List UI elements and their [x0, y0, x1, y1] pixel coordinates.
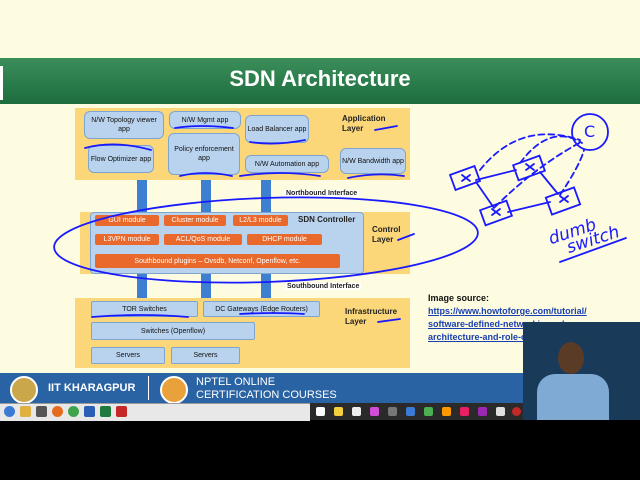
pdf-icon[interactable]	[116, 406, 127, 417]
media-icon[interactable]	[36, 406, 47, 417]
pen-blue-icon[interactable]	[406, 407, 415, 416]
app-box: N/W Topology viewer app	[84, 111, 164, 139]
slide-title: SDN Architecture	[229, 66, 411, 91]
pen-orange-icon[interactable]	[442, 407, 451, 416]
northbound-arrow	[137, 180, 147, 212]
southbound-arrow	[261, 274, 271, 300]
word-icon[interactable]	[84, 406, 95, 417]
program-name: CERTIFICATION COURSES	[196, 389, 337, 401]
pen-pink-icon[interactable]	[460, 407, 469, 416]
pen-purple-icon[interactable]	[478, 407, 487, 416]
program-name: NPTEL ONLINE	[196, 376, 276, 388]
controller-module: DHCP module	[247, 234, 322, 245]
controller-letter: C	[584, 122, 596, 141]
instructor-figure	[537, 374, 609, 420]
image-source-label: Image source:	[428, 293, 490, 303]
pen-magenta-icon[interactable]	[370, 407, 379, 416]
iit-kgp-logo-icon	[10, 376, 38, 404]
pen-white-icon[interactable]	[352, 407, 361, 416]
folder-icon[interactable]	[20, 406, 31, 417]
servers-box: Servers	[91, 347, 165, 364]
app-box: N/W Mgmt app	[169, 111, 241, 129]
southbound-arrow	[201, 274, 211, 300]
nptel-logo-icon	[160, 376, 188, 404]
close-icon[interactable]	[512, 407, 521, 416]
southbound-arrow	[137, 274, 147, 300]
image-source-link[interactable]: software-defined-networking-sdn-	[428, 319, 574, 329]
controller-module: Cluster module	[164, 215, 226, 226]
app-box: Policy enforcement app	[168, 133, 240, 175]
institute-name: IIT KHARAGPUR	[48, 382, 136, 394]
controller-module: ACL/QoS module	[164, 234, 242, 245]
northbound-arrow	[201, 180, 211, 212]
course-footer: IIT KHARAGPUR NPTEL ONLINE CERTIFICATION…	[0, 373, 523, 404]
southbound-plugins: Southbound plugins – Ovsdb, Netconf, Ope…	[95, 254, 340, 268]
instructor-video	[523, 322, 640, 420]
pointer-icon[interactable]	[316, 407, 325, 416]
northbound-interface-label: Northbound Interface	[284, 190, 360, 197]
taskbar	[0, 403, 310, 421]
app-box: Flow Optimizer app	[88, 145, 154, 173]
pen-yellow-icon[interactable]	[334, 407, 343, 416]
controller-module: L3VPN module	[95, 234, 159, 245]
firefox-icon[interactable]	[52, 406, 63, 417]
servers-box: Servers	[171, 347, 240, 364]
left-edge-tab	[0, 66, 3, 100]
title-bar	[0, 58, 640, 104]
eraser-icon[interactable]	[496, 407, 505, 416]
pen-green-icon[interactable]	[424, 407, 433, 416]
image-source-link[interactable]: https://www.howtoforge.com/tutorial/	[428, 306, 587, 316]
app-box: Load Balancer app	[245, 115, 309, 143]
pen-annotations	[53, 113, 627, 323]
infrastructure-layer-label: Infrastructure Layer	[345, 307, 398, 326]
pen-black-icon[interactable]	[388, 407, 397, 416]
pen-toolbar	[310, 403, 523, 420]
chrome-icon[interactable]	[68, 406, 79, 417]
start-icon[interactable]	[4, 406, 15, 417]
northbound-arrow	[261, 180, 271, 212]
tor-switches-box: TOR Switches	[91, 301, 198, 317]
footer-divider	[148, 376, 149, 400]
image-source-link[interactable]: architecture-and-role-of-openflow/	[428, 332, 575, 342]
instructor-figure	[558, 342, 584, 374]
controller-module: L2/L3 module	[233, 215, 288, 226]
controller-module: GUI module	[95, 215, 159, 226]
openflow-switches-box: Switches (Openflow)	[91, 322, 255, 340]
excel-icon[interactable]	[100, 406, 111, 417]
control-layer-label: Control Layer	[372, 225, 401, 244]
southbound-interface-label: Southbound Interface	[285, 283, 362, 290]
slide: SDN Architecture Application Layer N/W T…	[0, 0, 640, 420]
application-layer-label: Application Layer	[342, 114, 386, 133]
sdn-controller-label: SDN Controller	[298, 215, 356, 224]
app-box: N/W Bandwidth app	[340, 148, 406, 174]
